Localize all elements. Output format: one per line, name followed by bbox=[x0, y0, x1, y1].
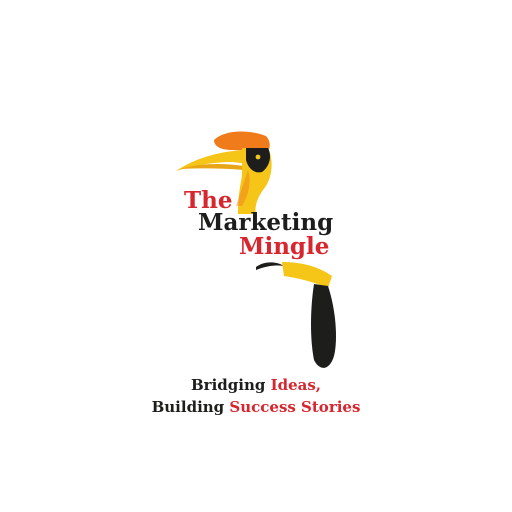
tagline-line-1: Bridging Ideas, bbox=[0, 378, 512, 393]
body-shape bbox=[311, 284, 336, 368]
tagline-text-dark: Bridging bbox=[190, 376, 271, 394]
tagline-line-2: Building Success Stories bbox=[0, 400, 512, 415]
tagline-text-accent: Success Stories bbox=[229, 398, 361, 416]
brand-name-line-1: The bbox=[184, 187, 233, 214]
eye-shape bbox=[255, 154, 261, 160]
brand-name-line-3: Mingle bbox=[239, 233, 330, 260]
beak-lower-shape bbox=[180, 164, 244, 170]
shoulder-shape bbox=[282, 262, 332, 288]
tagline-text-dark: Building bbox=[151, 398, 230, 416]
face-shape bbox=[246, 148, 270, 173]
throat-shape bbox=[236, 170, 250, 206]
casque-shape bbox=[214, 131, 270, 151]
tagline-text-accent: Ideas, bbox=[270, 376, 321, 394]
collar-shape bbox=[256, 262, 284, 270]
brand-name-line-2: Marketing bbox=[198, 209, 334, 236]
